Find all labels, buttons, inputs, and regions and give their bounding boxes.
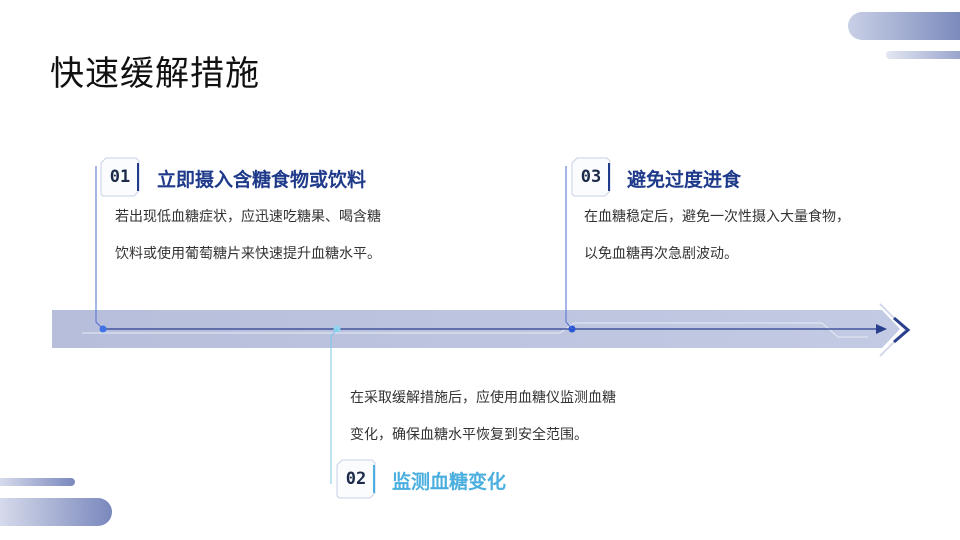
step-description-03: 在血糖稳定后，避免一次性摄入大量食物， 以免血糖再次急剧波动。 xyxy=(584,199,850,273)
step-heading-03: 避免过度进食 xyxy=(627,169,742,191)
step-heading-01: 立即摄入含糖食物或饮料 xyxy=(157,169,367,191)
top-right-decor xyxy=(848,12,960,59)
step-description-line: 在采取缓解措施后，应使用血糖仪监测血糖 xyxy=(350,390,616,406)
step-badge-03: 03 xyxy=(571,157,611,197)
step-heading-02: 监测血糖变化 xyxy=(392,471,507,493)
step-description-line: 在血糖稳定后，避免一次性摄入大量食物， xyxy=(584,209,850,225)
badge-frame-icon xyxy=(100,157,140,197)
badge-frame-icon xyxy=(336,459,376,499)
connector-01 xyxy=(95,166,104,330)
step-description-line: 变化，确保血糖水平恢复到安全范围。 xyxy=(350,427,588,443)
step-description-line: 以免血糖再次急剧波动。 xyxy=(584,246,738,262)
step-number: 02 xyxy=(345,469,367,489)
step-badge-01: 01 xyxy=(100,157,140,197)
step-number: 01 xyxy=(109,167,131,187)
connector-03 xyxy=(565,166,573,330)
step-description-02: 在采取缓解措施后，应使用血糖仪监测血糖 变化，确保血糖水平恢复到安全范围。 xyxy=(350,380,616,454)
step-description-line: 若出现低血糖症状，应迅速吃糖果、喝含糖 xyxy=(115,209,381,225)
step-number: 03 xyxy=(580,167,602,187)
step-badge-02: 02 xyxy=(336,459,376,499)
connector-02 xyxy=(330,328,338,484)
step-description-line: 饮料或使用葡萄糖片来快速提升血糖水平。 xyxy=(115,246,381,262)
bottom-left-decor xyxy=(0,478,112,526)
step-description-01: 若出现低血糖症状，应迅速吃糖果、喝含糖 饮料或使用葡萄糖片来快速提升血糖水平。 xyxy=(115,199,381,273)
badge-frame-icon xyxy=(571,157,611,197)
page-title: 快速缓解措施 xyxy=(50,54,260,94)
